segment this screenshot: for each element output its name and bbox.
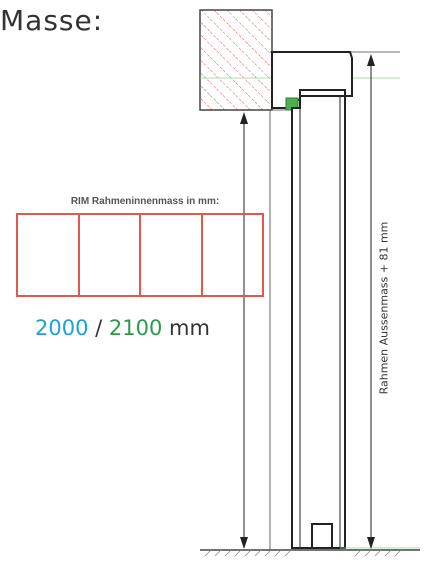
dimension-cells <box>16 213 264 297</box>
height-unit: mm <box>162 316 210 340</box>
dimension-cell <box>80 215 141 295</box>
dimension-cell <box>141 215 203 295</box>
height-dimension-text: 2000 / 2100 mm <box>35 316 210 340</box>
threshold <box>311 523 333 548</box>
height-value-b: 2100 <box>108 316 163 340</box>
height-separator: / <box>88 316 109 340</box>
height-value-a: 2000 <box>35 316 89 340</box>
dimension-cell <box>18 215 80 295</box>
page-title: Masse: <box>0 4 104 37</box>
door-leaf-inner <box>299 96 341 548</box>
dimension-cell <box>203 215 263 295</box>
outer-frame-dimension-label: Rahmen Aussenmass + 81 mm <box>377 221 391 395</box>
right-dimension-arrow <box>367 54 375 549</box>
rim-label: RIM Rahmeninnenmass in mm: <box>70 196 220 207</box>
wall-lintel <box>199 9 273 111</box>
left-dimension-arrow <box>240 112 248 549</box>
floor-hatch <box>204 549 402 557</box>
